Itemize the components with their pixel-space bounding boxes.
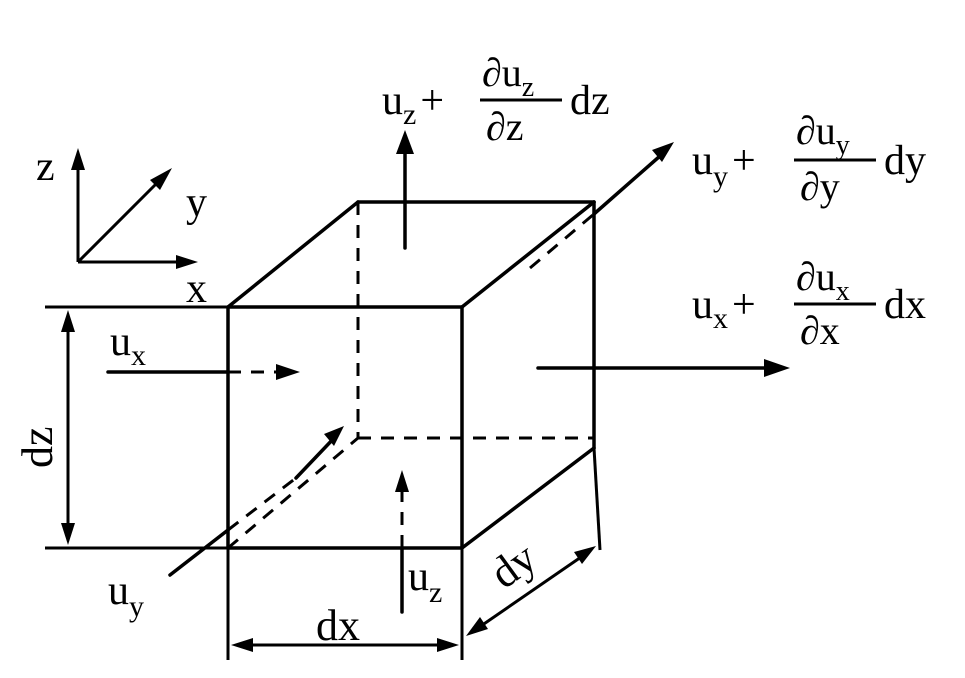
ux-out-subscript: x: [713, 302, 728, 335]
uy-out-plus: +: [732, 138, 756, 184]
ux-out-num-base: u: [816, 254, 836, 299]
uz-label: uz: [408, 554, 442, 609]
svg-text:∂uy: ∂uy: [796, 108, 850, 161]
uy-in-arrow-solid-upper: [294, 434, 338, 480]
uy-out-expression: uy+ ∂uy ∂y dy: [692, 108, 926, 209]
uy-out-base: u: [692, 138, 713, 184]
uz-label-subscript: z: [429, 576, 442, 609]
uz-out-differential: dz: [570, 78, 610, 124]
inflow-ux: ux: [106, 319, 300, 380]
uy-in-arrowhead: [324, 426, 344, 446]
uy-out-arrowhead: [652, 142, 674, 162]
y-axis-line: [76, 178, 162, 264]
ux-out-num-subscript: x: [836, 276, 850, 307]
ux-out-expression: ux+ ∂ux ∂x dx: [692, 254, 926, 353]
dx-dimension: dx: [226, 548, 464, 660]
uy-in-arrow-solid-lower: [168, 528, 230, 577]
outflow-x: ux+ ∂ux ∂x dx: [536, 254, 926, 377]
uy-out-num-partial: ∂: [796, 108, 816, 153]
uz-out-den-var: z: [506, 104, 524, 149]
ux-out-plus: +: [732, 282, 756, 328]
uy-out-subscript: y: [713, 160, 728, 193]
uz-out-expression: uz+ ∂uz ∂z dz: [382, 50, 610, 149]
svg-text:∂z: ∂z: [486, 104, 524, 149]
top-left-edge: [226, 200, 360, 309]
hidden-bottom-left-edge: [227, 436, 359, 550]
svg-text:∂ux: ∂ux: [796, 254, 850, 307]
ux-out-num-partial: ∂: [796, 254, 816, 299]
uy-label-subscript: y: [129, 590, 144, 623]
dy-back-extension: [592, 447, 602, 551]
dy-front-arrowhead: [466, 617, 488, 636]
uy-in-arrow-dashed: [227, 476, 297, 532]
uy-out-arrow-solid: [592, 154, 662, 216]
outflow-y: uy+ ∂uy ∂y dy: [529, 108, 926, 270]
uy-out-differential: dy: [884, 138, 926, 184]
outflow-z: uz+ ∂uz ∂z dz: [382, 50, 610, 250]
ux-label-subscript: x: [131, 339, 146, 372]
dy-back-arrowhead: [574, 546, 596, 564]
axis-system: z y x: [36, 144, 207, 312]
cube: [226, 200, 596, 550]
dz-top-arrowhead: [61, 310, 75, 332]
x-axis-label: x: [186, 266, 207, 312]
dx-label: dx: [316, 601, 360, 650]
uz-out-num-subscript: z: [522, 72, 534, 103]
top-right-edge: [460, 200, 596, 309]
uz-out-arrowhead: [396, 130, 414, 154]
uy-out-num-subscript: y: [836, 130, 850, 161]
uz-in-arrowhead: [395, 470, 409, 492]
svg-text:∂y: ∂y: [800, 164, 840, 209]
ux-label-base: u: [110, 319, 131, 365]
uz-label-base: u: [408, 554, 429, 600]
uz-out-den-partial: ∂: [486, 104, 506, 149]
z-axis-arrowhead: [71, 148, 85, 170]
uy-label: uy: [108, 568, 144, 623]
uy-out-arrow-dashed: [529, 212, 595, 270]
svg-text:uy+: uy+: [692, 138, 756, 193]
x-axis-arrowhead: [176, 255, 198, 269]
dz-bottom-arrowhead: [61, 523, 75, 545]
dz-dimension: dz: [13, 305, 228, 550]
dx-left-arrowhead: [231, 638, 253, 652]
uy-label-base: u: [108, 568, 129, 614]
svg-text:uz+: uz+: [382, 78, 444, 131]
svg-text:∂x: ∂x: [800, 308, 840, 353]
dz-label: dz: [13, 426, 62, 468]
dx-right-arrowhead: [437, 638, 459, 652]
ux-out-base: u: [692, 282, 713, 328]
inflow-uz: uz: [395, 470, 442, 614]
ux-out-differential: dx: [884, 282, 926, 328]
svg-text:ux+: ux+: [692, 282, 756, 335]
z-axis-label: z: [36, 144, 55, 190]
uy-out-den-partial: ∂: [800, 164, 820, 209]
uz-out-num-partial: ∂: [482, 50, 502, 95]
bottom-right-edge: [460, 446, 596, 550]
ux-out-den-partial: ∂: [800, 308, 820, 353]
dy-dimension-line: [477, 553, 585, 630]
uz-out-subscript: z: [403, 98, 416, 131]
uy-out-den-var: y: [820, 164, 840, 209]
uz-out-num-base: u: [502, 50, 522, 95]
y-axis-label: y: [186, 180, 207, 226]
dy-dimension: dy: [466, 447, 602, 636]
ux-out-arrowhead: [764, 359, 790, 377]
y-axis-arrowhead: [150, 168, 172, 190]
svg-text:∂uz: ∂uz: [482, 50, 534, 103]
inflow-uy: uy: [108, 426, 344, 623]
uz-out-plus: +: [420, 78, 444, 124]
uz-out-base: u: [382, 78, 403, 124]
ux-label: ux: [110, 319, 146, 372]
uy-out-num-base: u: [816, 108, 836, 153]
ux-in-arrowhead: [276, 364, 300, 380]
ux-out-den-var: x: [820, 308, 840, 353]
